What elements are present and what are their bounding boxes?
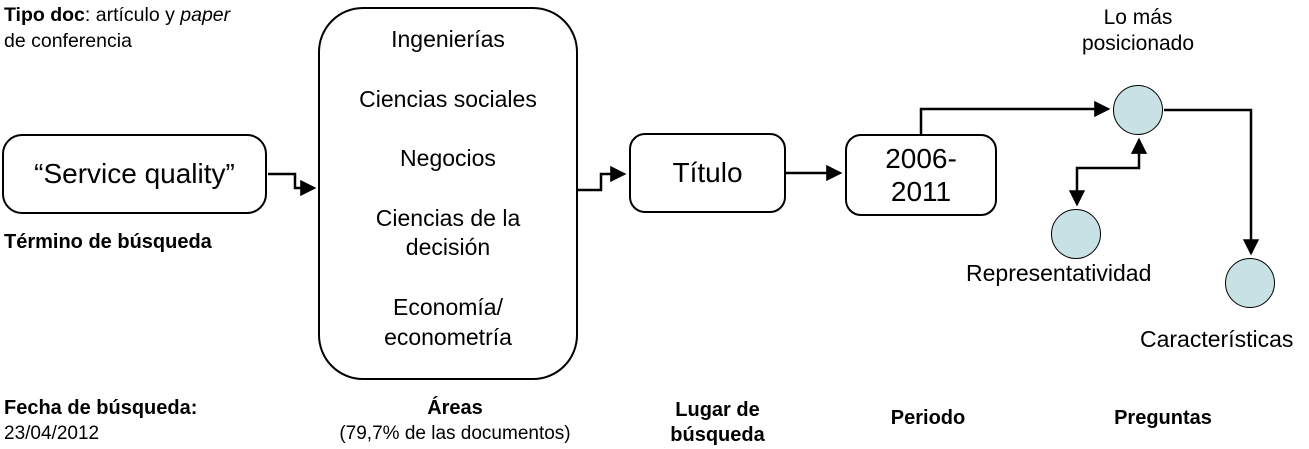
titulo-node: Título <box>629 133 786 213</box>
area-item-economia: Economía/ econometría <box>384 294 512 350</box>
footer-fecha-label: Fecha de búsqueda: <box>4 397 198 419</box>
connector-lomas-to-caracteristicas-arrow <box>1164 108 1260 256</box>
area-item-negocios: Negocios <box>400 145 496 172</box>
area-item-ingenierias: Ingenierías <box>391 26 505 52</box>
titulo-text: Título <box>672 157 743 188</box>
footer-preguntas-label: Preguntas <box>1114 407 1212 429</box>
connector-lomas-representatividad-double-arrow <box>1068 137 1148 207</box>
caracteristicas-circle <box>1225 258 1275 308</box>
footer-fecha-value: 23/04/2012 <box>4 423 100 444</box>
search-term-node: “Service quality” <box>2 134 267 214</box>
doc-type-note-italic: paper <box>180 4 231 26</box>
connector-areas-to-titulo-arrow <box>578 165 627 192</box>
doc-type-note-line2: de conferencia <box>4 30 132 52</box>
search-term-label: Término de búsqueda <box>4 231 212 253</box>
doc-type-note-regular: : artículo y <box>84 4 181 26</box>
footer-areas-title: Áreas <box>427 397 483 419</box>
lo-mas-posicionado-circle <box>1113 85 1163 135</box>
period-node: 2006- 2011 <box>845 134 997 216</box>
search-term-text: “Service quality” <box>34 158 235 189</box>
representatividad-circle <box>1051 209 1101 259</box>
period-text: 2006- 2011 <box>885 142 957 207</box>
lo-mas-posicionado-label: Lo más posicionado <box>1081 6 1195 56</box>
doc-type-note-bold: Tipo doc <box>4 4 85 26</box>
representatividad-label: Representatividad <box>966 260 1152 286</box>
connector-searchterm-to-areas-arrow <box>268 172 317 197</box>
connector-period-to-lomas-arrow <box>919 100 1111 134</box>
footer-periodo-label: Periodo <box>890 407 966 429</box>
area-item-ciencias-decision: Ciencias de la decisión <box>375 205 521 261</box>
doc-type-note: Tipo doc: artículo y paper de conferenci… <box>4 2 284 54</box>
areas-node: Ingenierías Ciencias sociales Negocios C… <box>318 7 578 380</box>
footer-areas-subtitle: (79,7% de las documentos) <box>339 423 571 444</box>
footer-lugar-label: Lugar de búsqueda <box>670 399 765 446</box>
caracteristicas-label: Características <box>1140 326 1294 352</box>
area-item-ciencias-sociales: Ciencias sociales <box>359 85 537 112</box>
footer-areas: Áreas (79,7% de las documentos) <box>330 396 580 446</box>
footer-fecha: Fecha de búsqueda: 23/04/2012 <box>4 396 197 446</box>
